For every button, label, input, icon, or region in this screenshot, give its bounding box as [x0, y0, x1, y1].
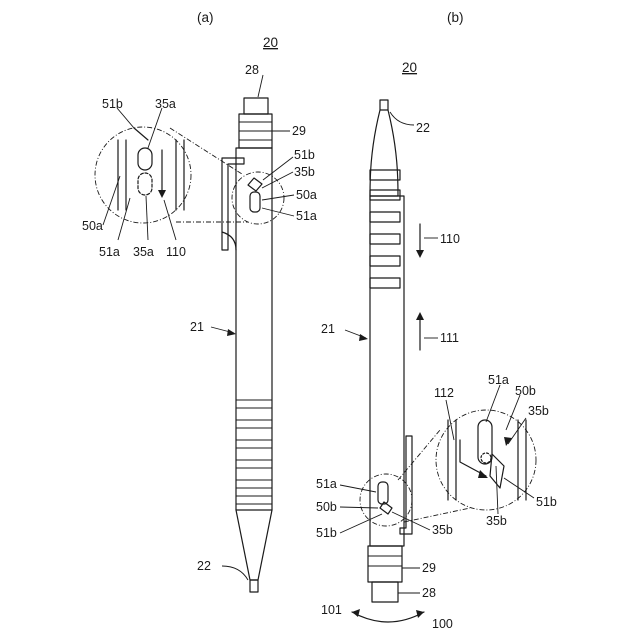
ring-label-a: 29	[292, 124, 306, 138]
tip-label-a: 22	[197, 559, 211, 573]
tip-label-b: 22	[416, 121, 430, 135]
barrel-a	[236, 148, 272, 510]
ring-b	[368, 546, 402, 582]
knock-label-b: 28	[422, 586, 436, 600]
groove-label-a: 50a	[296, 188, 317, 202]
direction-label-a: 110	[166, 245, 186, 259]
knock-label-a: 28	[245, 63, 259, 77]
pin-label-b: 35b	[432, 523, 453, 537]
direction-up-label-b: 111	[440, 331, 459, 345]
assembly-ref-b: 20	[402, 60, 417, 75]
grip-rings-b	[370, 170, 400, 288]
detail-guide-lower-label-b: 51a	[488, 373, 509, 387]
assembly-ref-a: 20	[263, 35, 278, 50]
rotation-arrow-b	[352, 612, 424, 622]
tip-cone-a	[236, 510, 272, 580]
groove-label-b: 50b	[316, 500, 337, 514]
knock-button-a	[244, 98, 268, 114]
detail-pin-top-label-a: 35a	[155, 97, 176, 111]
direction-down-label-b: 110	[440, 232, 460, 246]
tip-point-a	[250, 580, 258, 592]
barrel-label-b: 21	[321, 322, 335, 336]
guide-lower-label-a: 51a	[296, 209, 317, 223]
clip-b	[400, 436, 412, 534]
tip-cone-b	[370, 110, 398, 196]
guide-upper-label-a: 51b	[294, 148, 315, 162]
guide-upper-label-b: 51b	[316, 526, 337, 540]
ring-label-b: 29	[422, 561, 436, 575]
rotation-b-label-b: 100	[432, 617, 453, 631]
detail-pin-bottom-label-b: 35b	[486, 514, 507, 528]
detail-groove-label-a: 50a	[82, 219, 103, 233]
knock-button-b	[372, 582, 398, 602]
tip-point-b	[380, 100, 388, 110]
panel-label-b: (b)	[447, 10, 464, 25]
detail-groove-label-b: 50b	[515, 384, 536, 398]
path-label-b: 112	[434, 386, 454, 400]
guide-lower-label-b: 51a	[316, 477, 337, 491]
detail-guide-upper-label-a: 51b	[102, 97, 123, 111]
view-b: (b) 20 22 110 21 111 112 51a 50b 35b 51b…	[316, 10, 557, 631]
detail-guide-lower-label-a: 51a	[99, 245, 120, 259]
barrel-b	[370, 196, 404, 546]
barrel-label-a: 21	[190, 320, 204, 334]
detail-pin-bottom-label-a: 35a	[133, 245, 154, 259]
panel-label-a: (a)	[197, 10, 214, 25]
view-a: (a) 20 28 29 51b 35b 50a 51a 51b 35a 50a…	[82, 10, 317, 592]
detail-guide-upper-label-b: 51b	[536, 495, 557, 509]
detail-circle-a	[95, 127, 191, 223]
rotation-a-label-b: 101	[321, 603, 342, 617]
detail-pin-top-label-b: 35b	[528, 404, 549, 418]
pin-label-a: 35b	[294, 165, 315, 179]
grip-rings-a	[236, 400, 272, 504]
